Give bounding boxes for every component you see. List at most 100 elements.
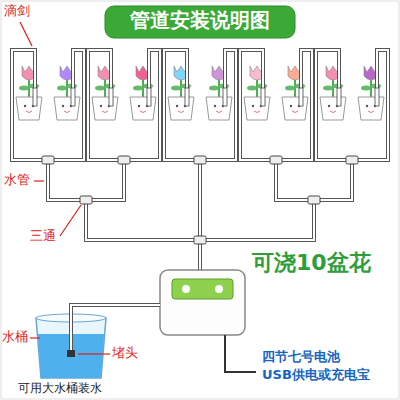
- pump-body: [160, 270, 245, 335]
- pot: [168, 97, 194, 120]
- drip-stake: [71, 88, 75, 106]
- part-label: 三通: [30, 229, 56, 244]
- water-pipe-inner: [48, 160, 124, 200]
- leaf: [19, 86, 29, 91]
- tee-joint: [194, 156, 206, 164]
- tee-joint: [194, 236, 206, 244]
- water-pipe: [88, 50, 160, 160]
- leader-line: [30, 337, 40, 338]
- pipes: [12, 50, 388, 270]
- part-label: 堵头: [112, 346, 138, 361]
- pot-mouth: [330, 111, 336, 113]
- drip-stake: [299, 88, 303, 106]
- water-pipe-inner: [240, 50, 312, 160]
- pot-mouth: [292, 111, 298, 113]
- pump-button: [182, 285, 190, 293]
- drip-stake: [337, 88, 341, 106]
- tee-joint: [346, 156, 358, 164]
- water-pipe-inner: [199, 160, 201, 270]
- water-pipe: [240, 50, 312, 160]
- pot-eye: [62, 105, 64, 107]
- tee-joint: [80, 196, 92, 204]
- drip-stake: [223, 88, 227, 106]
- water-pipe: [276, 160, 352, 200]
- leader-line: [34, 180, 44, 181]
- leaf: [323, 86, 333, 91]
- pot-mouth: [216, 111, 222, 113]
- pot-mouth: [178, 111, 184, 113]
- drip-stake: [261, 88, 265, 106]
- pot: [92, 97, 118, 120]
- tees: [33, 88, 379, 244]
- capacity-note: 可浇10盆花: [252, 250, 371, 275]
- drip-stake: [375, 88, 379, 106]
- inlet-pipe: [71, 305, 160, 352]
- tee-joint: [308, 196, 320, 204]
- power-note: 四节七号电池: [262, 350, 340, 365]
- leaf: [247, 86, 257, 91]
- pot: [206, 97, 232, 120]
- pot-eye: [366, 105, 368, 107]
- pot-mouth: [368, 111, 374, 113]
- pot-eye: [290, 105, 292, 107]
- pump-button: [215, 285, 223, 293]
- pipes-inner: [12, 50, 388, 270]
- pot-mouth: [254, 111, 260, 113]
- leaf: [361, 86, 371, 91]
- leaf: [57, 86, 67, 91]
- leader-line: [20, 22, 32, 46]
- pot-eye: [252, 105, 254, 107]
- leaf: [133, 86, 143, 91]
- pot-eye: [138, 105, 140, 107]
- pot: [358, 97, 384, 120]
- part-label: 水管: [4, 173, 30, 188]
- water-pipe-inner: [316, 50, 388, 160]
- pot-eye: [176, 105, 178, 107]
- pot: [130, 97, 156, 120]
- pot-mouth: [102, 111, 108, 113]
- pot: [54, 97, 80, 120]
- pot-mouth: [140, 111, 146, 113]
- pot-eye: [24, 105, 26, 107]
- water-pipe: [316, 50, 388, 160]
- tee-joint: [42, 156, 54, 164]
- power-note: USB供电或充电宝: [262, 368, 370, 383]
- title-banner: [105, 6, 295, 38]
- pot-eye: [214, 105, 216, 107]
- pot: [282, 97, 308, 120]
- leaf: [285, 86, 295, 91]
- inlet-pipe-inner: [71, 305, 160, 352]
- power-cord: [225, 335, 256, 372]
- water-pipe-inner: [12, 50, 84, 160]
- leader-line: [78, 353, 110, 354]
- water-pipe-inner: [88, 50, 160, 160]
- tee-joint: [118, 156, 130, 164]
- pot-eye: [328, 105, 330, 107]
- pump-panel: [172, 279, 233, 299]
- pot-mouth: [26, 111, 32, 113]
- leaf: [171, 86, 181, 91]
- leader-lines: [20, 22, 110, 354]
- water-pipe-inner: [164, 50, 236, 160]
- drip-stake: [33, 88, 37, 106]
- pot: [320, 97, 346, 120]
- drip-stake: [185, 88, 189, 106]
- pot: [244, 97, 270, 120]
- tee-joint: [270, 156, 282, 164]
- drip-stake: [109, 88, 113, 106]
- part-label: 滴剑: [4, 4, 30, 19]
- leaf: [95, 86, 105, 91]
- note: 可用大水桶装水: [18, 382, 102, 396]
- pot: [16, 97, 42, 120]
- pot-mouth: [64, 111, 70, 113]
- title: 管道安装说明图: [130, 9, 270, 32]
- water-pipe: [12, 50, 84, 160]
- leader-line: [60, 205, 81, 236]
- filter-plug: [67, 350, 75, 357]
- water-pipe: [48, 160, 124, 200]
- drip-stake: [147, 88, 151, 106]
- pot-eye: [100, 105, 102, 107]
